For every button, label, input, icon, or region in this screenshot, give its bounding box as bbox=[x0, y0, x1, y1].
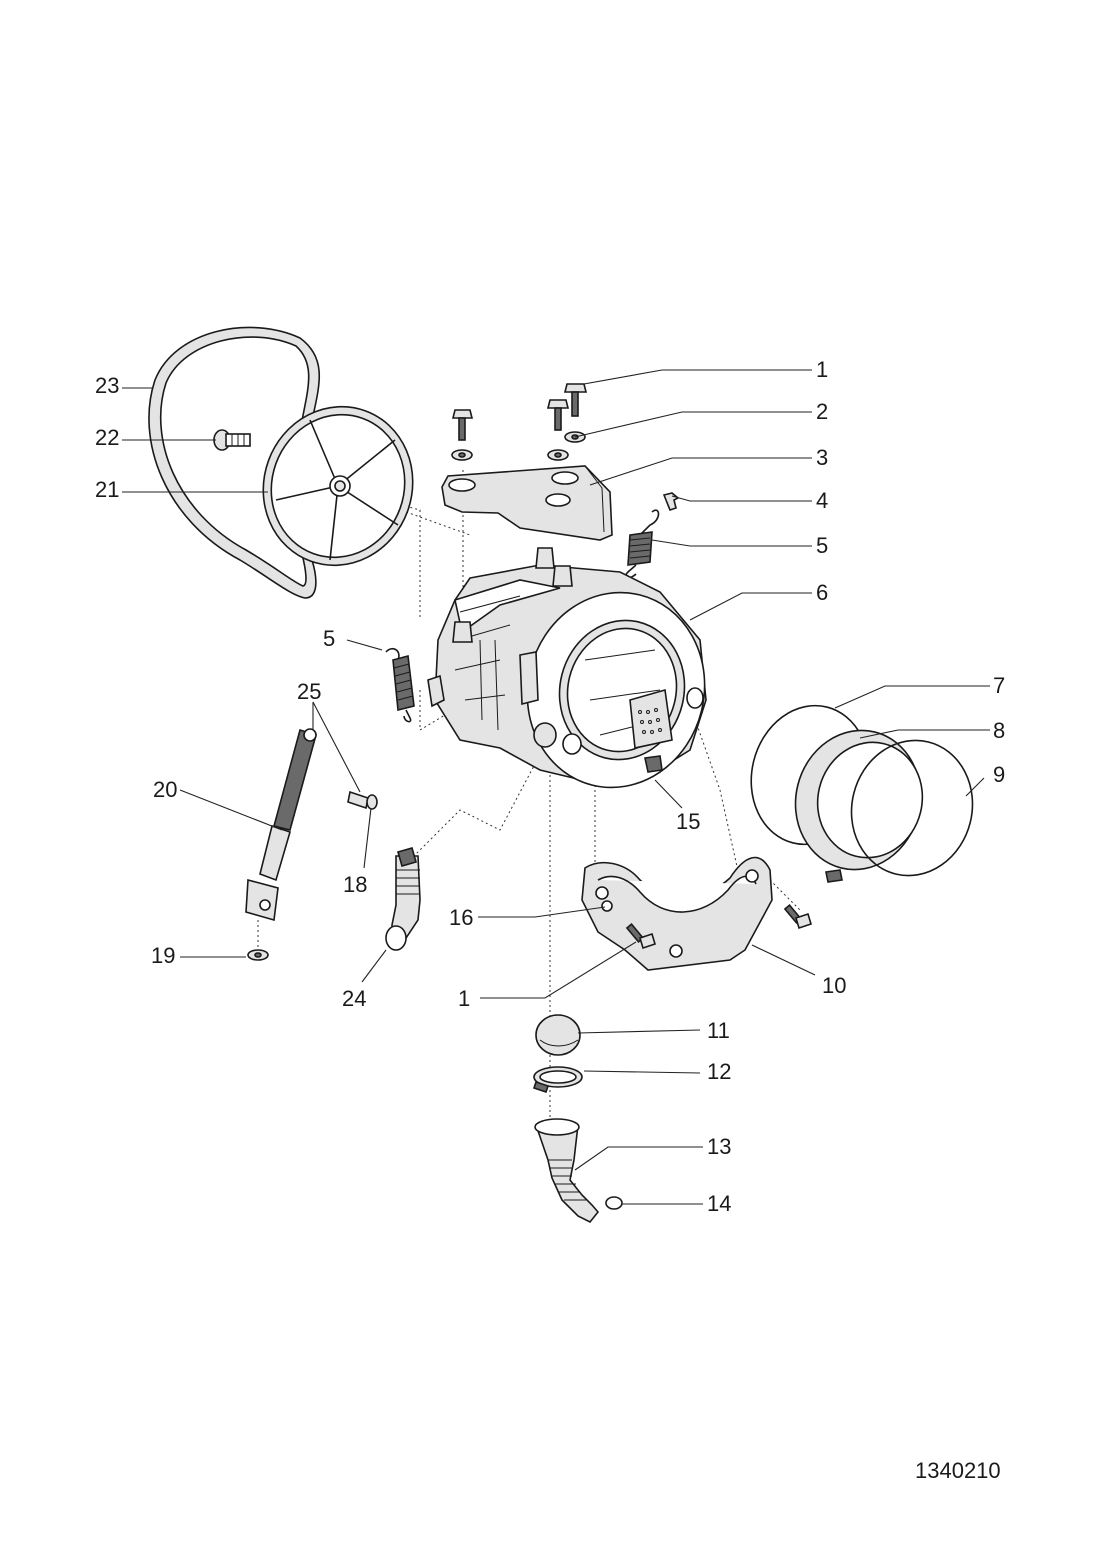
washers bbox=[451, 431, 586, 461]
suspension-spring-right bbox=[625, 509, 660, 579]
drain-hose bbox=[534, 1118, 600, 1224]
callout-21: 21 bbox=[95, 477, 119, 502]
callout-11: 11 bbox=[707, 1018, 730, 1043]
callout-5-right: 5 bbox=[816, 533, 828, 558]
pump-hose bbox=[385, 847, 421, 951]
callout-23: 23 bbox=[95, 373, 119, 398]
callout-22: 22 bbox=[95, 425, 119, 450]
callout-5-left: 5 bbox=[323, 626, 335, 651]
bracket-screws bbox=[625, 904, 812, 950]
callout-10: 10 bbox=[822, 973, 846, 998]
pulley-bolt bbox=[213, 429, 251, 451]
callout-19: 19 bbox=[151, 943, 175, 968]
door-seal bbox=[794, 729, 924, 883]
leader-lines bbox=[122, 369, 990, 1205]
callout-2: 2 bbox=[816, 399, 828, 424]
washing-tub bbox=[427, 547, 707, 789]
callout-20: 20 bbox=[153, 777, 177, 802]
callout-7: 7 bbox=[993, 673, 1005, 698]
callout-1-bottom: 1 bbox=[458, 986, 470, 1011]
callout-13: 13 bbox=[707, 1134, 731, 1159]
sump-ball bbox=[535, 1014, 581, 1056]
hose-clip bbox=[605, 1196, 623, 1210]
shock-absorber-pin bbox=[347, 790, 378, 810]
callout-25: 25 bbox=[297, 679, 321, 704]
counterweight bbox=[441, 465, 613, 541]
callout-18: 18 bbox=[343, 872, 367, 897]
shock-absorber bbox=[245, 728, 317, 922]
callout-8: 8 bbox=[993, 718, 1005, 743]
hose-clamp bbox=[532, 1066, 583, 1094]
callout-24: 24 bbox=[342, 986, 366, 1011]
callout-6: 6 bbox=[816, 580, 828, 605]
callout-16: 16 bbox=[449, 905, 473, 930]
callout-15: 15 bbox=[676, 809, 700, 834]
spring-hook bbox=[662, 492, 680, 511]
callout-14: 14 bbox=[707, 1191, 731, 1216]
callout-3: 3 bbox=[816, 445, 828, 470]
tub-bracket bbox=[581, 856, 773, 971]
document-number: 1340210 bbox=[915, 1458, 1001, 1483]
seal-wire-ring bbox=[850, 739, 974, 877]
shock-washer bbox=[247, 949, 269, 961]
callout-1-top: 1 bbox=[816, 357, 828, 382]
callout-12: 12 bbox=[707, 1059, 731, 1084]
callout-labels: 1 2 3 4 5 6 7 8 9 10 11 12 13 14 15 16 1… bbox=[95, 357, 1005, 1216]
callout-9: 9 bbox=[993, 762, 1005, 787]
drum-pulley bbox=[262, 405, 414, 567]
suspension-spring-left bbox=[385, 648, 415, 723]
callout-4: 4 bbox=[816, 488, 828, 513]
top-screws bbox=[451, 383, 588, 441]
